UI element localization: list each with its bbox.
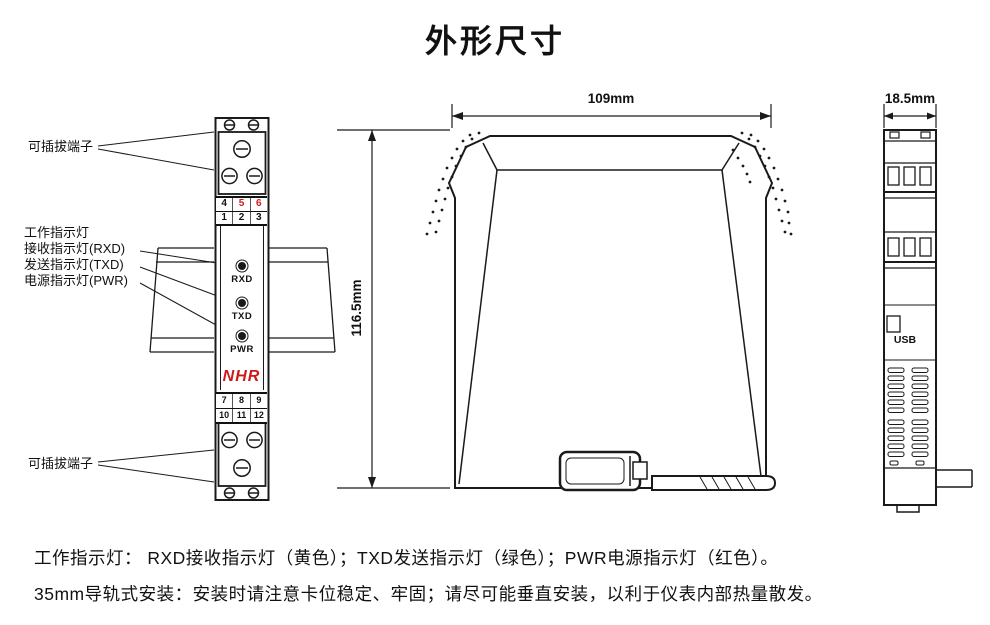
label-indicator-txd: 发送指示灯(TXD) [24, 257, 124, 272]
terminal-number: 2 [232, 211, 249, 224]
note-mounting: 35mm导轨式安装：安装时请注意卡位稳定、牢固；请尽可能垂直安装，以利于仪表内部… [34, 584, 823, 604]
label-indicator-pwr: 电源指示灯(PWR) [24, 273, 128, 288]
terminal-number: 1 [221, 211, 227, 223]
dimension-height-label: 116.5mm [349, 279, 364, 337]
label-pluggable-terminal-top: 可插拔端子 [28, 139, 94, 154]
dimension-width [451, 104, 772, 128]
dimension-height [337, 129, 450, 489]
note-indicator-colors: 工作指示灯： RXD接收指示灯（黄色）；TXD发送指示灯（绿色）；PWR电源指示… [34, 548, 779, 568]
label-indicator-block: 工作指示灯 接收指示灯(RXD) 发送指示灯(TXD) 电源指示灯(PWR) [24, 225, 128, 289]
terminal-number: 5 [232, 198, 249, 211]
terminal-number: 6 [249, 198, 267, 211]
terminal-number: 3 [249, 211, 267, 224]
dimension-depth-label: 18.5mm [884, 91, 936, 106]
led-label-pwr: PWR [230, 344, 254, 355]
terminal-number: 4 [221, 198, 227, 209]
din-rail [149, 247, 336, 353]
terminal-number: 11 [232, 408, 249, 422]
terminal-number: 9 [249, 394, 267, 408]
front-module-drawing [214, 117, 270, 501]
terminal-number: 10 [219, 409, 230, 420]
vent-grilles [887, 367, 929, 466]
din-rail-edge [936, 469, 973, 488]
terminal-row-456: 4 5 6 [216, 198, 267, 211]
terminal-row-123: 1 2 3 [216, 210, 267, 224]
label-pluggable-terminal-bottom: 可插拔端子 [28, 456, 94, 471]
label-indicator-rxd: 接收指示灯(RXD) [24, 241, 126, 256]
terminal-number: 7 [221, 395, 227, 405]
terminal-number: 8 [232, 394, 249, 408]
dimension-depth [883, 104, 937, 128]
led-label-rxd: RXD [231, 274, 253, 285]
terminal-numbers-top: 4 5 6 1 2 3 [216, 196, 267, 226]
led-label-txd: TXD [231, 311, 253, 322]
brand-logo: NHR [222, 368, 261, 385]
side-profile-drawing [425, 131, 793, 492]
end-view-drawing [883, 129, 973, 513]
label-indicator-heading: 工作指示灯 [24, 225, 90, 240]
usb-label: USB [893, 334, 917, 346]
terminal-row-789: 7 8 9 [216, 394, 267, 408]
dimension-width-label: 109mm [587, 91, 635, 106]
stipple-dots [425, 131, 793, 236]
terminal-number: 12 [249, 408, 267, 422]
terminal-numbers-bottom: 7 8 9 10 11 12 [216, 392, 267, 424]
page-title: 外形尺寸 [424, 23, 565, 59]
terminal-row-101112: 10 11 12 [216, 407, 267, 422]
